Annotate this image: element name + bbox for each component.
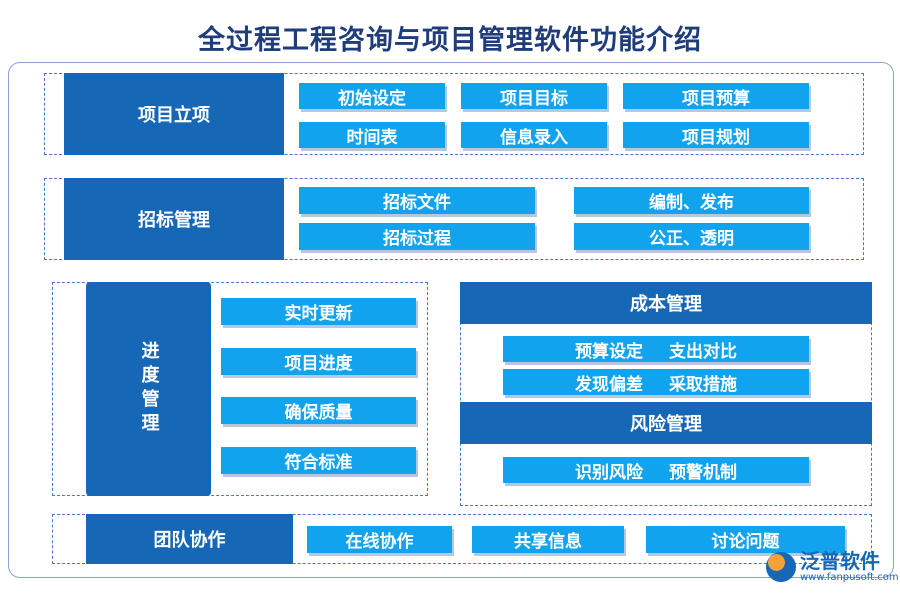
feature-initial-setup: 初始设定: [299, 83, 445, 109]
feature-meet-standards: 符合标准: [221, 447, 416, 474]
section-project-initiation: [44, 73, 864, 155]
section-header-cost: 成本管理: [460, 282, 872, 324]
feature-identify-risk: 识别风险: [575, 462, 643, 483]
feature-find-deviation: 发现偏差: [575, 374, 643, 395]
logo-name: 泛普软件: [800, 549, 880, 573]
section-bidding: [44, 178, 864, 260]
feature-deviation-action: 发现偏差 采取措施: [503, 369, 809, 395]
feature-risk-warning: 识别风险 预警机制: [503, 457, 809, 483]
feature-discuss-issues: 讨论问题: [646, 526, 845, 553]
feature-compile-publish: 编制、发布: [574, 187, 809, 214]
section-header-bidding: 招标管理: [64, 178, 284, 260]
feature-ensure-quality: 确保质量: [221, 397, 416, 424]
feature-project-goals: 项目目标: [461, 83, 607, 109]
feature-early-warning: 预警机制: [669, 462, 737, 483]
feature-realtime-update: 实时更新: [221, 298, 416, 325]
page-title: 全过程工程咨询与项目管理软件功能介绍: [198, 25, 702, 56]
section-progress: [52, 282, 428, 496]
section-team: [52, 514, 872, 564]
feature-fair-transparent: 公正、透明: [574, 223, 809, 250]
feature-online-collaboration: 在线协作: [307, 526, 452, 553]
feature-take-measures: 采取措施: [669, 374, 737, 395]
brand-logo: 泛普软件 www.fanpusoft.com: [766, 551, 899, 583]
fanpu-logo-icon: [766, 552, 796, 582]
section-header-progress-label: 进度管理: [138, 341, 160, 437]
feature-share-info: 共享信息: [472, 526, 624, 553]
feature-info-entry: 信息录入: [461, 122, 607, 148]
section-header-progress: 进度管理: [86, 282, 211, 496]
logo-url: www.fanpusoft.com: [800, 572, 899, 583]
section-header-team: 团队协作: [86, 514, 293, 564]
feature-bid-documents: 招标文件: [299, 187, 535, 214]
outer-frame: [8, 62, 894, 578]
feature-budget-setting: 预算设定: [575, 341, 643, 362]
section-header-project-initiation: 项目立项: [64, 73, 284, 155]
feature-bidding-process: 招标过程: [299, 223, 535, 250]
feature-project-progress: 项目进度: [221, 348, 416, 375]
feature-expense-comparison: 支出对比: [669, 341, 737, 362]
feature-project-planning: 项目规划: [623, 122, 809, 148]
feature-schedule: 时间表: [299, 122, 445, 148]
section-header-risk: 风险管理: [460, 402, 872, 444]
feature-project-budget: 项目预算: [623, 83, 809, 109]
feature-budget-vs-expense: 预算设定 支出对比: [503, 336, 809, 362]
